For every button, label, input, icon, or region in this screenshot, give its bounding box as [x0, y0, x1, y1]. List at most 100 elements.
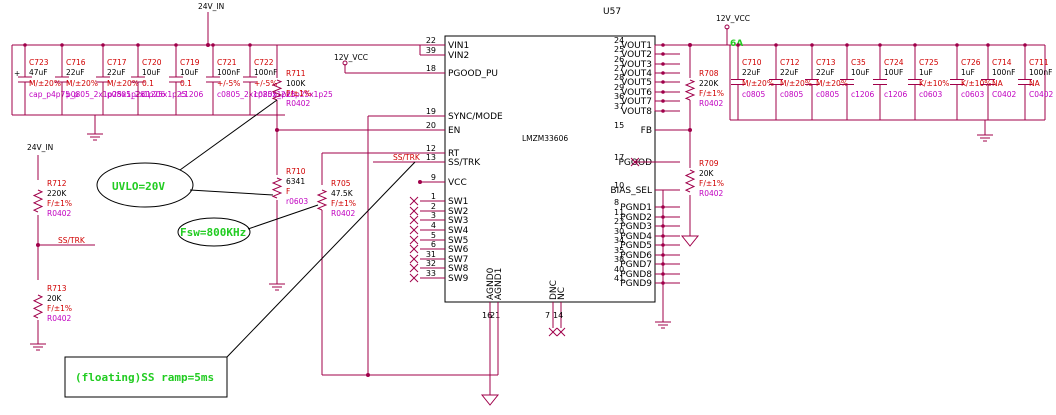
cap-tolerance: NA: [1029, 79, 1041, 88]
pin-number: 2: [431, 202, 436, 211]
cap-package: c0805_2x1p25x1p25: [254, 90, 333, 99]
ss-note: (floating)SS ramp=5ms: [75, 371, 214, 384]
cap-ref: C712: [780, 58, 800, 67]
cap-package: c1206: [180, 90, 203, 99]
pin-number: 23: [614, 217, 624, 226]
cap-value: 100nF: [254, 68, 277, 77]
pin-number: 6: [431, 240, 436, 249]
uvlo-note-ellipse: [96, 162, 194, 208]
res-value: 220K: [47, 189, 67, 198]
ground-symbol: [30, 338, 46, 351]
cap-value: 1uF: [919, 68, 933, 77]
res-value: 6341: [286, 177, 305, 186]
pin-name: SW5: [448, 236, 468, 246]
cap-tolerance: M/±20%: [780, 79, 812, 88]
cap-tolerance: M/±20%: [29, 79, 61, 88]
cap-value: 22uF: [66, 68, 85, 77]
pin-name: PGND7: [620, 260, 652, 270]
pin-number: 20: [426, 121, 436, 130]
ss-note-box: [64, 356, 228, 398]
cap-package: p0805_2x1p25x1p25: [107, 90, 187, 99]
cap-package: c0603: [919, 90, 942, 99]
ground-symbol: [655, 316, 671, 329]
output-capacitors: C71022uFM/±20%c0805C71222uFM/±20%c0805C7…: [731, 43, 1054, 120]
pin-number: 31: [426, 250, 436, 259]
cap-tolerance: +/-5%: [254, 79, 277, 88]
cap-value: 22uF: [816, 68, 835, 77]
pin-number: 10: [614, 181, 624, 190]
ground-symbol: [480, 394, 500, 406]
fsw-note-ellipse: [177, 217, 251, 247]
cap-ref: C35: [851, 58, 866, 67]
pin-number: 12: [426, 144, 436, 153]
pin-number: 29: [614, 83, 624, 92]
res-package: r0603: [286, 197, 308, 206]
pin-name: PGND4: [620, 232, 652, 242]
en-net: [275, 45, 420, 278]
cap-tolerance: M/±20%: [107, 79, 139, 88]
pin-name: AGND0: [486, 267, 496, 300]
cap-value: 100nF: [992, 68, 1015, 77]
cap-ref: C720: [142, 58, 162, 67]
cap-ref: C721: [217, 58, 237, 67]
pin-number: 3: [431, 211, 436, 220]
cap-tolerance: 0.1: [180, 79, 192, 88]
cap-ref: C714: [992, 58, 1012, 67]
pin-name: EN: [448, 126, 460, 136]
cap-value: 100nF: [217, 68, 240, 77]
nc-mark: [630, 157, 640, 167]
pin-name: VOUT4: [621, 69, 652, 79]
pin-number: 35: [614, 246, 624, 255]
pin-number: 14: [553, 311, 563, 320]
pin-name: VOUT5: [621, 78, 652, 88]
fsw-note: Fsw=800KHz: [180, 226, 246, 239]
pin-number: 11: [614, 208, 624, 217]
pin-number: 36: [614, 92, 624, 101]
pin-number: 9: [431, 173, 436, 182]
res-value: 20K: [699, 169, 715, 178]
cap-tolerance: M/±20%: [742, 79, 774, 88]
res-package: R0402: [47, 209, 72, 218]
pin-number: 21: [490, 311, 500, 320]
cap-ref: C713: [816, 58, 836, 67]
ic-part: LMZM33606: [522, 134, 568, 143]
cap-value: 10uF: [180, 68, 199, 77]
res-tolerance: F/±1%: [286, 89, 311, 98]
cap-package: c0603: [961, 90, 984, 99]
ic-left-pins: 22VIN139VIN218PGOOD_PU19SYNC/MODE20EN12R…: [409, 36, 503, 284]
cap-value: 22uF: [742, 68, 761, 77]
cap-value: 100nF: [1029, 68, 1052, 77]
pin-name: PGOOD: [619, 158, 653, 168]
pin-name: BIAS_SEL: [610, 186, 652, 196]
pin-name: SW3: [448, 216, 468, 226]
cap-value: 10uF: [851, 68, 870, 77]
cap-value: 22uF: [107, 68, 126, 77]
vin-top-label: 24V_IN: [198, 2, 224, 11]
res-ref: R713: [47, 284, 67, 293]
cap-package: p0805_2x1p25x1p25: [66, 90, 146, 99]
res-value: 20K: [47, 294, 63, 303]
pin-name: SW8: [448, 264, 469, 274]
